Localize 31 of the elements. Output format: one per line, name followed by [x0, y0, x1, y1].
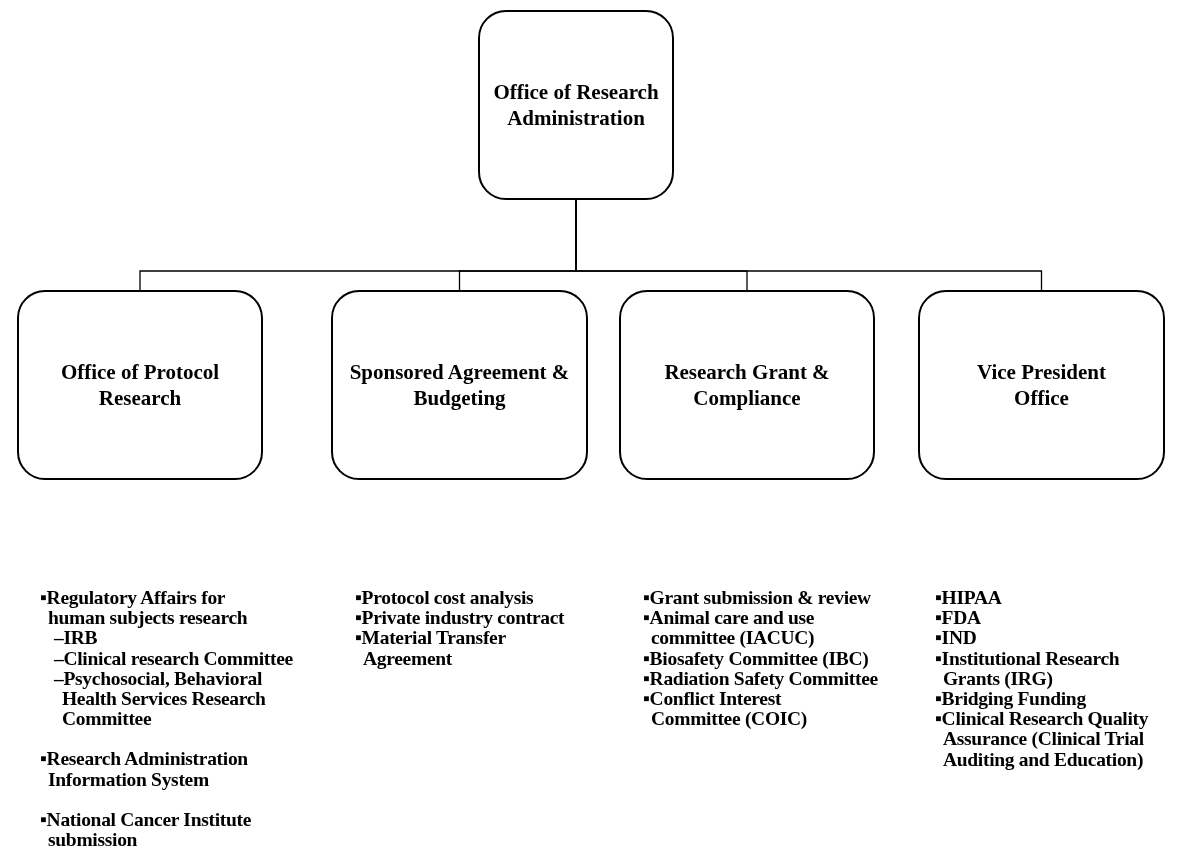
list-item: ▪National Cancer Institute submission [40, 809, 253, 851]
list-item: ▪Radiation Safety Committee [643, 668, 879, 689]
list-item: ▪Protocol cost analysis [355, 588, 535, 609]
list-item: ▪Institutional Research Grants (IRG) [935, 648, 1121, 689]
list-item: ▪Bridging Funding [935, 689, 1087, 710]
list-item: –IRB [54, 628, 99, 649]
unit-title: Sponsored Agreement & Budgeting [348, 359, 571, 411]
list-item: –Clinical research Committee [54, 648, 294, 669]
org-unit-box [478, 10, 674, 200]
list-item: ▪Clinical Research Quality Assurance (Clinical Trial Auditing and Education) [935, 709, 1150, 770]
list-item: ▪Private industry contract [355, 608, 566, 629]
unit-title: Research Grant & Compliance [663, 359, 831, 411]
org-unit-box [619, 290, 875, 480]
unit-title: Office of Protocol Research [59, 359, 221, 411]
org-unit-box [17, 290, 263, 480]
org-unit-box [331, 290, 588, 480]
list-item: ▪IND [935, 628, 978, 649]
list-item: ▪Material Transfer Agreement [355, 628, 507, 669]
list-item: ▪Grant submission & review [643, 588, 872, 609]
list-item: ▪FDA [935, 608, 982, 629]
list-item: ▪Regulatory Affairs for human subjects research [40, 588, 249, 629]
list-item: ▪HIPAA [935, 588, 1003, 609]
list-item: ▪Conflict Interest Committee (COIC) [643, 689, 809, 730]
unit-title: Office of Research Administration [492, 79, 660, 131]
list-item: ▪Research Administration Information System [40, 749, 249, 790]
list-item: –Psychosocial, Behavioral Health Services Research Committee [54, 668, 267, 730]
list-item: ▪Biosafety Committee (IBC) [643, 648, 870, 669]
list-item: ▪Animal care and use committee (IACUC) [643, 608, 816, 649]
org-unit-box [918, 290, 1165, 480]
connector-line [575, 199, 1043, 291]
unit-title: Vice President Office [976, 359, 1107, 411]
